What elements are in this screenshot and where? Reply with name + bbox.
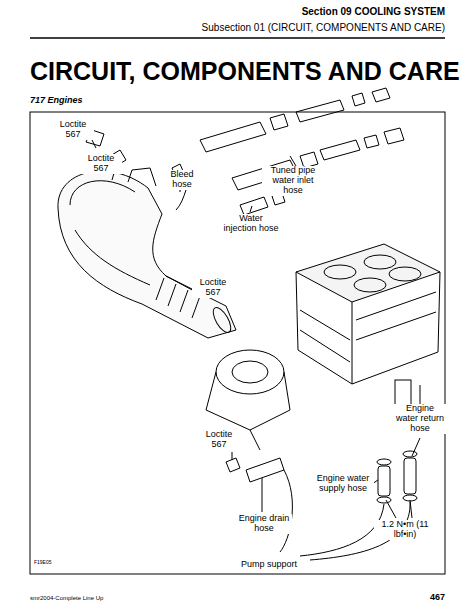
part-label: Loctite 567 [52,120,94,140]
figure-frame [30,112,445,574]
part-label: Pump support [228,560,310,570]
page-title: CIRCUIT, COMPONENTS AND CARE [30,58,460,86]
part-label: Engine water return hose [394,404,446,434]
part-label: Bleed hose [162,170,202,190]
figure-code: F19E05 [34,560,74,566]
tuned-pipe [58,168,236,338]
part-label: Loctite 567 [192,278,234,298]
lower-hoses [226,451,417,560]
part-label: Engine water supply hose [312,474,374,494]
leader-lines [92,140,420,518]
subsection-heading: Subsection 01 (CIRCUIT, COMPONENTS AND C… [180,22,445,33]
header-rule [30,37,445,39]
part-label: Loctite 567 [198,430,240,450]
figure-subtitle: 717 Engines [30,96,180,106]
part-label: Engine drain hose [236,514,292,534]
page-number: 467 [400,593,445,603]
footer-text: smr2004-Complete Line Up [30,595,230,602]
part-label: Water injection hose [222,214,280,234]
part-label: Tuned pipe water inlet hose [262,166,324,196]
section-heading: Section 09 COOLING SYSTEM [180,6,445,17]
engine-block [296,244,440,425]
part-label: Loctite 567 [80,154,122,174]
upper-hoses [86,88,404,215]
torque-value: 1.2 N•m (11 lbf•in) [374,520,436,540]
